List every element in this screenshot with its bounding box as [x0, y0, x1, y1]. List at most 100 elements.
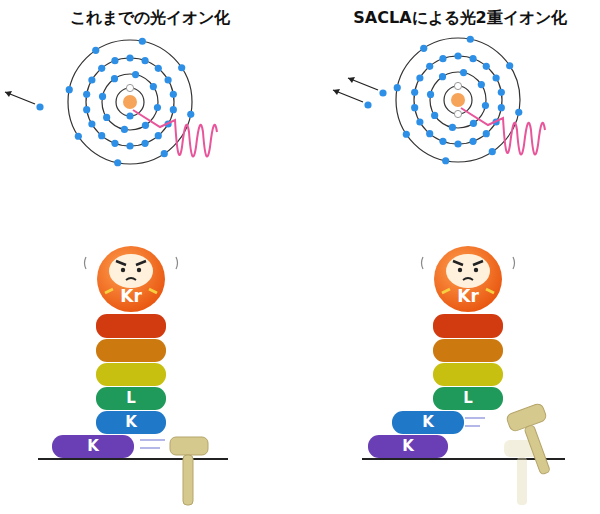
shake-lines: [85, 257, 178, 269]
electron: [426, 130, 433, 137]
eye: [474, 268, 478, 272]
electron: [449, 124, 456, 131]
eye: [458, 268, 462, 272]
electron: [66, 86, 73, 93]
electron: [88, 76, 95, 83]
electron: [454, 52, 461, 59]
electron: [111, 57, 118, 64]
daruma-face: [446, 254, 490, 288]
arrowhead: [348, 77, 355, 83]
electron: [482, 102, 489, 109]
electron: [469, 138, 476, 145]
shell-label: L: [126, 391, 136, 406]
shell-label: K: [87, 439, 99, 454]
daruma-block: K: [52, 435, 134, 458]
electron: [411, 104, 418, 111]
element-symbol: Kr: [120, 288, 142, 305]
electron: [454, 140, 461, 147]
electron: [142, 122, 149, 129]
electron: [515, 109, 522, 116]
electron: [420, 45, 427, 52]
electron: [439, 138, 446, 145]
electron: [170, 91, 177, 98]
nucleus: [451, 93, 465, 107]
electron: [439, 73, 446, 80]
electron: [139, 38, 146, 45]
electron: [483, 130, 490, 137]
electron: [126, 84, 133, 91]
electron: [460, 69, 467, 76]
eye: [137, 268, 141, 272]
electron: [483, 63, 490, 70]
electron: [98, 65, 105, 72]
electron: [161, 150, 168, 157]
electron-shell: [116, 88, 144, 116]
eye: [121, 268, 125, 272]
nucleus: [123, 95, 137, 109]
electron: [493, 74, 500, 81]
electron-path: [333, 90, 363, 102]
electron-shell: [396, 38, 520, 162]
shake-lines: [422, 257, 515, 269]
electron: [141, 57, 148, 64]
daruma-head: Kr: [97, 247, 165, 313]
electron: [411, 89, 418, 96]
shell-label: K: [422, 415, 434, 430]
electron: [427, 91, 434, 98]
daruma-head: [434, 246, 502, 312]
electron: [478, 81, 485, 88]
electron: [126, 142, 133, 149]
electron: [498, 104, 505, 111]
shell-label: L: [463, 391, 473, 406]
electron: [498, 89, 505, 96]
electron-path: [348, 78, 378, 90]
electron: [379, 89, 386, 96]
electron: [132, 71, 139, 78]
electron: [75, 133, 82, 140]
electron: [126, 112, 133, 119]
electron-shell: [86, 58, 174, 146]
electron: [426, 63, 433, 70]
electron: [178, 64, 185, 71]
electron: [364, 101, 371, 108]
heading: SACLAによる光2重イオン化: [353, 8, 566, 29]
daruma-block: K: [392, 411, 464, 434]
electron: [126, 54, 133, 61]
electron-shell: [414, 56, 502, 144]
daruma-head: [97, 246, 165, 312]
eyebrows: [116, 261, 146, 265]
electron: [83, 91, 90, 98]
electron: [103, 114, 110, 121]
daruma-head: Kr: [434, 247, 502, 313]
daruma-block: L: [96, 387, 166, 410]
heading: これまでの光イオン化: [70, 8, 230, 29]
daruma-block: K: [368, 435, 448, 458]
electron: [111, 75, 118, 82]
electron: [98, 132, 105, 139]
arrowhead: [5, 91, 12, 97]
electron: [416, 74, 423, 81]
electron: [506, 62, 513, 69]
photon-wave: [461, 108, 545, 155]
electron: [111, 140, 118, 147]
electron: [394, 84, 401, 91]
electron: [88, 120, 95, 127]
electron: [439, 55, 446, 62]
mouth: [463, 278, 473, 280]
electron-shell: [68, 40, 192, 164]
electron-shell: [444, 86, 472, 114]
electron: [99, 93, 106, 100]
electron: [121, 126, 128, 133]
shell-label: K: [402, 439, 414, 454]
arrowhead: [333, 89, 340, 95]
electron: [155, 132, 162, 139]
electron: [83, 106, 90, 113]
electron: [92, 47, 99, 54]
electron: [141, 140, 148, 147]
daruma-block: K: [96, 411, 166, 434]
electron: [454, 110, 461, 117]
electron: [150, 83, 157, 90]
daruma-block: L: [433, 387, 503, 410]
electron-path: [5, 92, 35, 104]
electron: [155, 65, 162, 72]
